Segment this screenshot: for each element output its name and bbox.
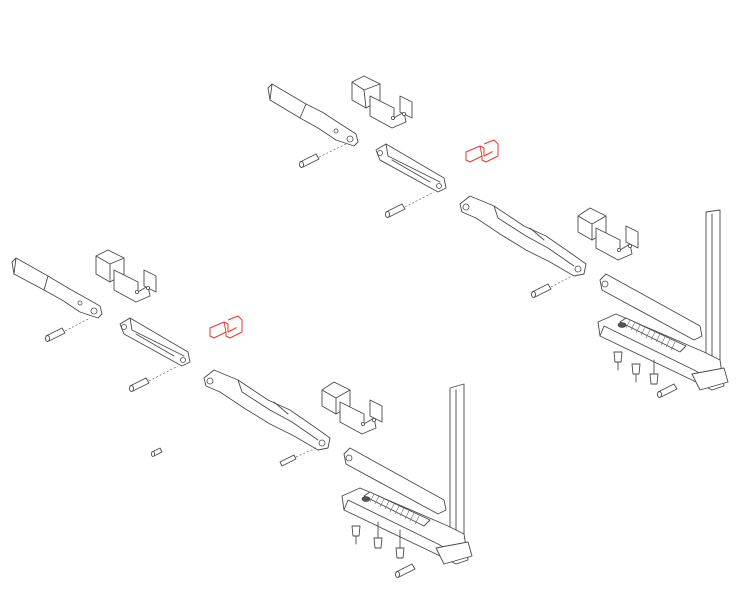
bracket-highlighted [209, 315, 243, 339]
screws [351, 521, 416, 578]
cam-block [351, 75, 413, 129]
main-arm [459, 195, 587, 277]
spring [617, 317, 687, 353]
pin [129, 365, 179, 392]
screws [613, 351, 678, 398]
pin [150, 447, 163, 457]
cam-block [95, 249, 157, 303]
pin [279, 447, 317, 467]
hinge-base [597, 209, 729, 391]
lever-arm [11, 257, 103, 319]
pin [45, 317, 91, 342]
hinge-base [341, 383, 473, 565]
assembly-lower [11, 249, 473, 578]
main-arm [203, 369, 331, 451]
pin [299, 143, 347, 168]
pin [531, 275, 573, 298]
link [375, 143, 447, 193]
spring [361, 491, 431, 527]
pin [385, 191, 435, 218]
cam-block [577, 207, 639, 261]
assembly-upper [267, 75, 729, 398]
cam-block [321, 381, 383, 435]
bracket-highlighted [465, 139, 499, 163]
link [119, 317, 191, 367]
lever-arm [267, 83, 359, 147]
